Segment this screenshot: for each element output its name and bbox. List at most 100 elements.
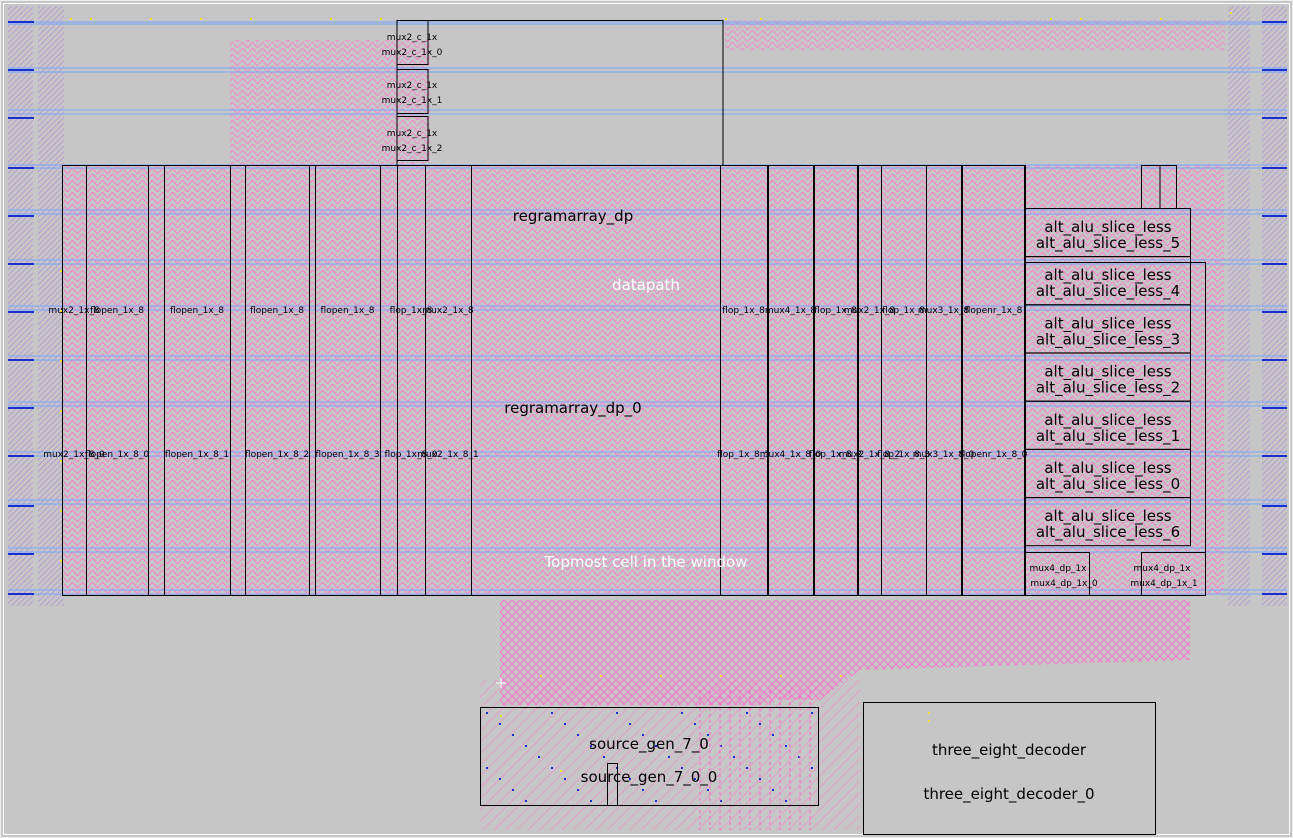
- alu-slice-inst: alt_alu_slice_less_1: [1036, 427, 1180, 446]
- pin-dot: [60, 360, 62, 362]
- mux4-dp-inst-1: mux4_dp_1x_1: [1130, 579, 1197, 589]
- column-type-label: flopen_1x_8: [90, 306, 144, 316]
- via: [681, 767, 683, 769]
- via: [499, 723, 501, 725]
- alu-slice-type: alt_alu_slice_less: [1044, 411, 1171, 430]
- pin-dot: [1230, 12, 1232, 14]
- column-type-label: mux4_1x_8: [765, 306, 817, 316]
- via: [590, 800, 592, 802]
- mux2-c-inst-2: mux2_c_1x_2: [382, 144, 443, 154]
- decoder-box[interactable]: [863, 702, 1156, 835]
- mux2-c-inst-1: mux2_c_1x_1: [382, 96, 443, 106]
- top-cell-outline: [396, 20, 724, 166]
- column-inst-label: flopen_1x_8_1: [165, 450, 229, 460]
- alu-slice-box[interactable]: [1025, 497, 1191, 547]
- datapath-column-cell[interactable]: [814, 165, 858, 596]
- pin-dot: [660, 675, 662, 677]
- alu-slice-type: alt_alu_slice_less: [1044, 363, 1171, 382]
- mux2-c-inst-0: mux2_c_1x_0: [382, 48, 443, 58]
- source-gen-box[interactable]: [480, 707, 819, 806]
- mux2-c-box-2[interactable]: [396, 116, 429, 161]
- via: [746, 712, 748, 714]
- mux2-c-stack: mux2_c_1x mux2_c_1x_0 mux2_c_1x mux2_c_1…: [382, 20, 443, 161]
- alu-slice-type: alt_alu_slice_less: [1044, 218, 1171, 237]
- alu-slice-inst: alt_alu_slice_less_2: [1036, 379, 1180, 398]
- pin-dot: [840, 675, 842, 677]
- datapath-column-cell[interactable]: [720, 165, 768, 596]
- pin-dot: [60, 560, 62, 562]
- source-gen-inner-box: [607, 763, 618, 806]
- datapath-column-cell[interactable]: [425, 165, 472, 596]
- column-type-label: mux2_1x_8: [422, 306, 474, 316]
- via: [811, 712, 813, 714]
- pin-dot: [540, 675, 542, 677]
- via: [811, 767, 813, 769]
- mux4-dp-box-1[interactable]: [1141, 552, 1206, 596]
- via: [551, 767, 553, 769]
- via: [564, 723, 566, 725]
- via: [785, 745, 787, 747]
- via: [486, 712, 488, 714]
- via: [512, 789, 514, 791]
- alu-slice-type: alt_alu_slice_less: [1044, 266, 1171, 285]
- column-labels: mux2_1x_8 mux2_1x_8_0 flopen_1x_8 flopen_1x…: [43, 306, 1027, 460]
- column-type-label: flopen_1x_8: [250, 306, 304, 316]
- via: [551, 712, 553, 714]
- mux4-dp-box-0[interactable]: [1025, 552, 1090, 596]
- datapath-column-cell[interactable]: [245, 165, 310, 596]
- mux2-c-box-0[interactable]: [396, 20, 429, 65]
- via: [629, 778, 631, 780]
- mux2-c-box-1[interactable]: [396, 69, 429, 114]
- alu-slice-inst: alt_alu_slice_less_0: [1036, 475, 1180, 494]
- datapath-column-cell[interactable]: [164, 165, 231, 596]
- pin-dot: [60, 460, 62, 462]
- via: [759, 723, 761, 725]
- pin-dot: [60, 510, 62, 512]
- pin-dot: [928, 712, 930, 714]
- top-wiring: [725, 20, 1225, 50]
- column-inst-label: mux2_1x_8_0: [43, 450, 105, 460]
- pin-dot: [60, 410, 62, 412]
- column-inst-label: flopen_1x_8_0: [85, 450, 149, 460]
- via: [629, 723, 631, 725]
- alu-slice-type: alt_alu_slice_less: [1044, 507, 1171, 526]
- datapath-column-cell[interactable]: [315, 165, 381, 596]
- regramarray-dp-0-label: regramarray_dp_0: [504, 399, 641, 418]
- column-inst-label: mux2_1x_8_1: [417, 450, 479, 460]
- pin-dot: [1050, 18, 1052, 20]
- pin-dot: [60, 310, 62, 312]
- column-inst-label: flop_1x_8_2: [809, 450, 862, 460]
- pin-dot: [780, 675, 782, 677]
- source-gen-inst-label: source_gen_7_0_0: [581, 768, 718, 787]
- via: [733, 756, 735, 758]
- pin-dot: [380, 18, 382, 20]
- alu-slices: alt_alu_slice_lessalt_alu_slice_less_5al…: [1025, 208, 1191, 547]
- column-inst-label: flop_1x_8_3: [877, 450, 930, 460]
- mux4-dp-cells: mux4_dp_1x mux4_dp_1x_0 mux4_dp_1x mux4_…: [1025, 552, 1206, 596]
- alu-slice-inst: alt_alu_slice_less_6: [1036, 523, 1180, 542]
- column-type-label: mux2_1x_8: [844, 306, 896, 316]
- datapath-column-cell[interactable]: [926, 165, 962, 596]
- column-type-label: flopen_1x_8: [321, 306, 375, 316]
- pin-dot: [330, 18, 332, 20]
- alu-slice-inst: alt_alu_slice_less_3: [1036, 330, 1180, 349]
- datapath-column-cell[interactable]: [86, 165, 149, 596]
- column-type-label: flop_1x_8: [814, 306, 857, 316]
- topmost-cell-label: Topmost cell in the window: [544, 553, 748, 571]
- via: [525, 800, 527, 802]
- datapath-column-cell[interactable]: [768, 165, 814, 596]
- alu-slice-inst: alt_alu_slice_less_5: [1036, 234, 1180, 253]
- via: [772, 789, 774, 791]
- pin-dot: [70, 18, 72, 20]
- alu-slice-type: alt_alu_slice_less: [1044, 314, 1171, 333]
- column-type-label: flop_1x_8: [722, 306, 765, 316]
- alu-slice-type: alt_alu_slice_less: [1044, 459, 1171, 478]
- alu-slice-inst: alt_alu_slice_less_4: [1036, 282, 1180, 301]
- column-type-label: flopenr_1x_8: [965, 306, 1023, 316]
- column-inst-label: flopenr_1x_8_0: [960, 450, 1028, 460]
- cursor-crosshair: [496, 678, 506, 688]
- via: [694, 778, 696, 780]
- column-type-label: flop_1x_8: [882, 306, 925, 316]
